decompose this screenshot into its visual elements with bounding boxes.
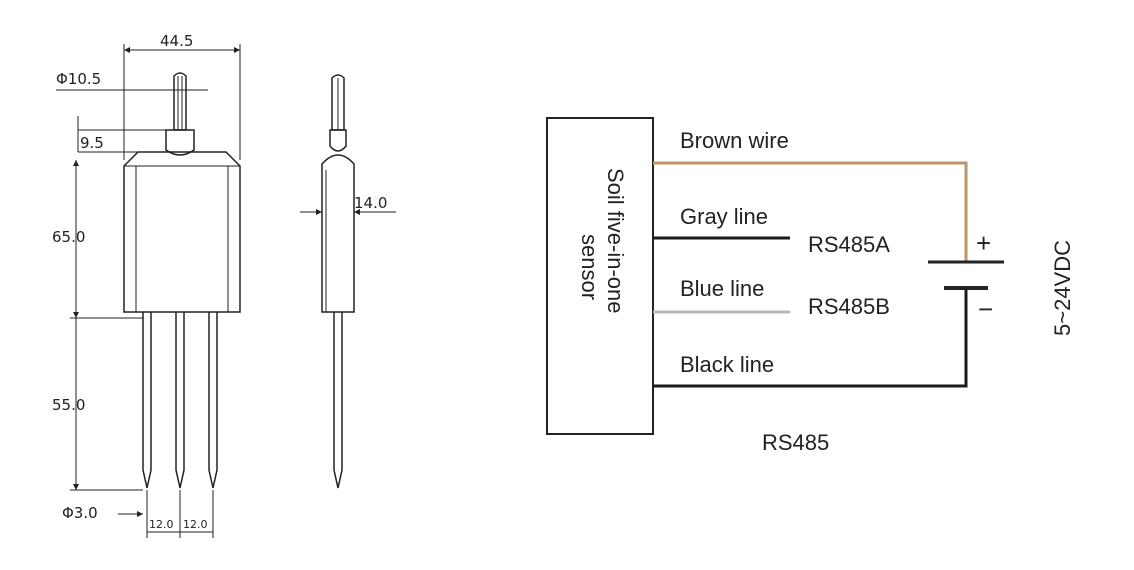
wire-black xyxy=(653,288,968,388)
label-rs485b: RS485B xyxy=(808,294,890,319)
front-gland xyxy=(165,129,195,156)
label-blue-line: Blue line xyxy=(680,276,764,301)
front-dimensions xyxy=(56,44,241,538)
side-view xyxy=(321,74,355,489)
sensor-label-line2: sensor xyxy=(577,234,602,300)
label-voltage: 5~24VDC xyxy=(1050,240,1075,336)
dim-probe-pitch-1: 12.0 xyxy=(149,518,174,531)
sensor-box xyxy=(546,117,654,435)
sensor-label-line1: Soil five-in-one xyxy=(603,168,628,314)
dim-cable-gland: 9.5 xyxy=(80,134,104,152)
diagram-caption: RS485 xyxy=(762,430,829,455)
side-body xyxy=(321,154,355,313)
side-cable xyxy=(331,74,345,131)
dim-probe-length: 55.0 xyxy=(52,396,85,414)
probe-left xyxy=(142,312,152,489)
label-gray-line: Gray line xyxy=(680,204,768,229)
side-gland xyxy=(329,129,347,152)
probe-right xyxy=(208,312,218,489)
dim-width-overall: 44.5 xyxy=(160,32,193,50)
front-cable xyxy=(173,72,187,131)
front-view xyxy=(123,72,241,489)
dim-probe-dia: Φ3.0 xyxy=(62,504,98,522)
front-body xyxy=(123,151,241,313)
label-black-line: Black line xyxy=(680,352,774,377)
wiring-diagram: Soil five-in-one sensor Brown wire Gray … xyxy=(546,117,1075,455)
label-plus: + xyxy=(976,228,991,258)
wire-brown xyxy=(653,161,968,262)
label-rs485a: RS485A xyxy=(808,232,890,257)
dim-body-height: 65.0 xyxy=(52,228,85,246)
dim-side-thickness: 14.0 xyxy=(354,194,387,212)
label-minus: − xyxy=(978,294,993,324)
dim-cable-dia: Φ10.5 xyxy=(56,70,101,88)
dim-probe-pitch-2: 12.0 xyxy=(183,518,208,531)
label-brown-wire: Brown wire xyxy=(680,128,789,153)
probe-center xyxy=(175,312,185,489)
side-probe xyxy=(333,312,343,489)
